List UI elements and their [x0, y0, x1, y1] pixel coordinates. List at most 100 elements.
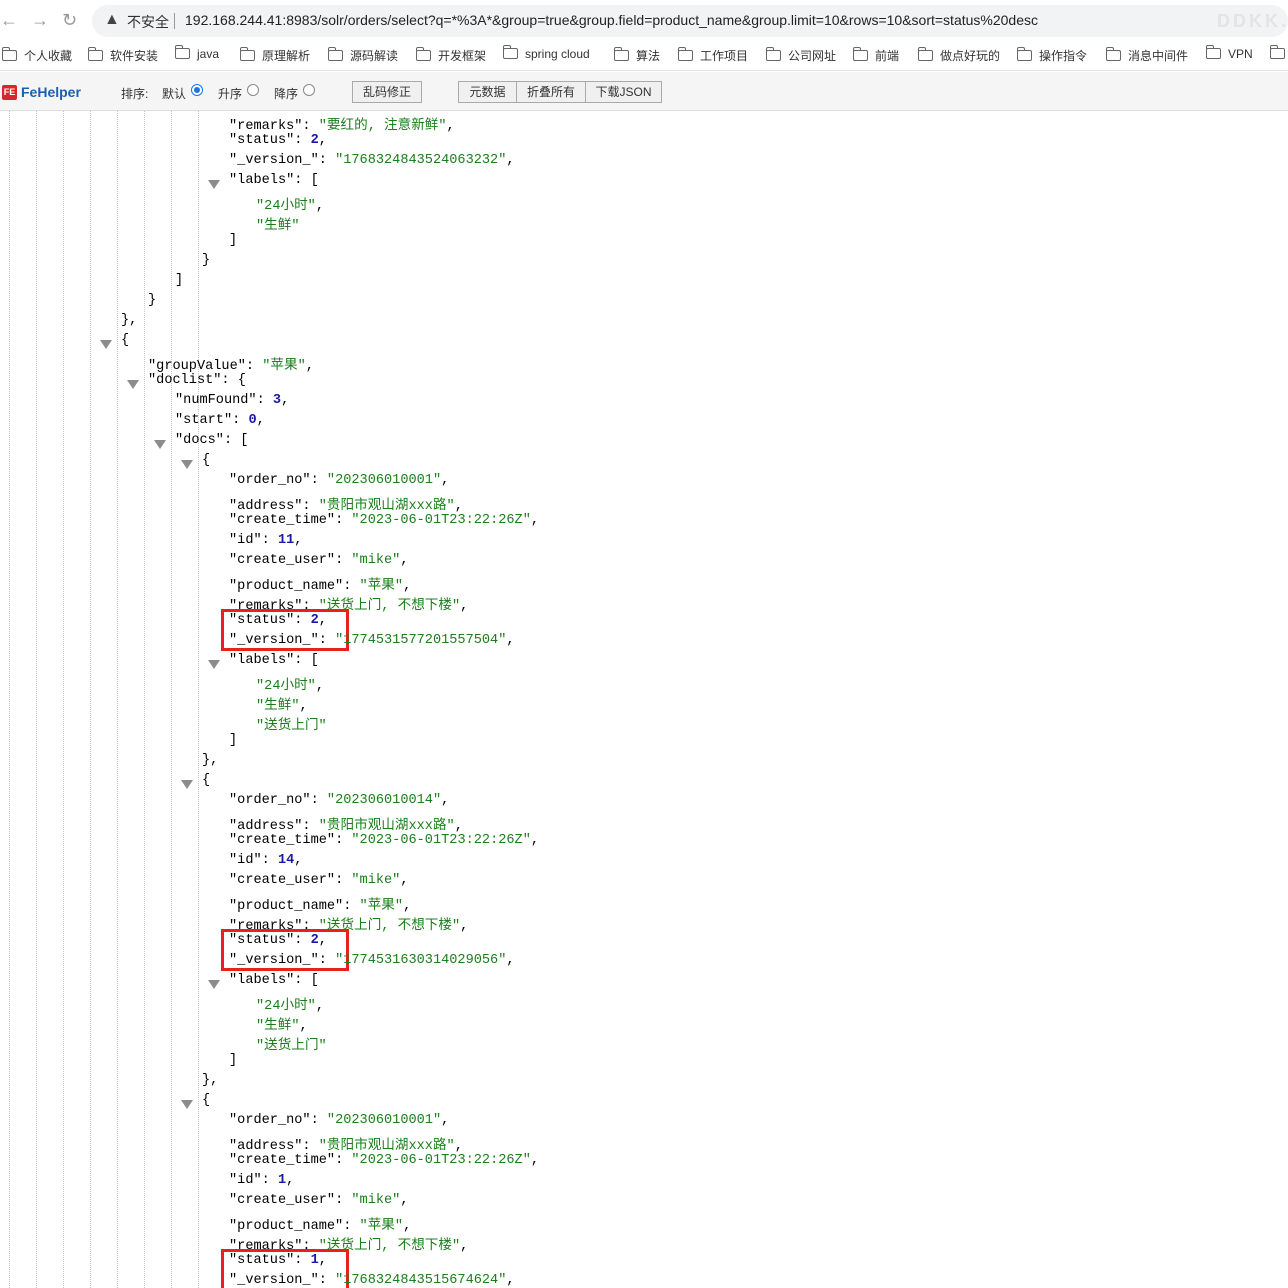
indent-guide — [144, 111, 145, 1288]
back-arrow-icon[interactable]: ← — [0, 10, 18, 30]
json-punct: , — [506, 153, 515, 168]
indent-guide — [63, 111, 64, 1288]
json-punct: : — [318, 153, 336, 168]
json-punct: : — [302, 119, 319, 134]
json-punct: , — [318, 1253, 327, 1268]
json-key: "create_user" — [229, 553, 336, 568]
collapse-all-button[interactable]: 折叠所有 — [516, 81, 586, 103]
collapse-toggle-icon[interactable] — [154, 440, 166, 449]
bookmark-overflow-folder[interactable] — [1269, 45, 1288, 61]
json-punct: , — [446, 119, 455, 134]
bookmark-item[interactable]: java — [174, 45, 220, 61]
folder-icon — [1, 47, 17, 61]
metadata-button[interactable]: 元数据 — [458, 81, 517, 103]
json-punct: : — [335, 873, 352, 888]
collapse-toggle-icon[interactable] — [181, 1100, 193, 1109]
json-key: "_version_" — [229, 153, 319, 168]
json-punct: : — [294, 1253, 311, 1268]
json-punct: : — [318, 633, 336, 648]
json-line: ] — [229, 233, 237, 248]
forward-arrow-icon[interactable]: → — [31, 10, 49, 30]
bookmark-item[interactable]: 做点好玩的 — [917, 47, 1000, 64]
json-number: 1 — [277, 1173, 287, 1188]
download-json-button[interactable]: 下载JSON — [585, 81, 662, 103]
json-key: "labels" — [229, 173, 295, 188]
json-line: "_version_": "1768324843524063232", — [229, 153, 515, 168]
collapse-toggle-icon[interactable] — [100, 340, 112, 349]
json-line: "order_no": "202306010014", — [229, 793, 449, 808]
sort-default-radio[interactable] — [191, 84, 203, 96]
json-line: "_version_": "1774531630314029056", — [229, 953, 515, 968]
status-highlight-box — [221, 929, 349, 971]
json-string: "202306010001" — [326, 1113, 442, 1128]
json-punct: : — [318, 953, 336, 968]
bookmark-item[interactable]: 个人收藏 — [1, 47, 72, 64]
bookmark-item[interactable]: 消息中间件 — [1105, 47, 1188, 64]
bookmark-label: java — [197, 47, 220, 61]
bookmark-item[interactable]: 开发框架 — [415, 47, 486, 64]
bookmark-item[interactable]: 源码解读 — [327, 47, 398, 64]
folder-icon — [174, 45, 190, 59]
collapse-toggle-icon[interactable] — [208, 180, 220, 189]
address-bar-row: ← → ↻ ▲ 不安全 192.168.244.41:8983/solr/ord… — [0, 0, 1288, 42]
bookmark-item[interactable]: VPN — [1205, 45, 1253, 61]
json-line: "_version_": "1768324843515674624", — [229, 1273, 515, 1288]
bookmark-item[interactable]: 算法 — [613, 47, 660, 64]
json-key: "id" — [229, 1173, 262, 1188]
bookmark-item[interactable]: 软件安装 — [87, 47, 158, 64]
bookmark-item[interactable]: 工作项目 — [677, 47, 748, 64]
json-punct: , — [454, 499, 463, 514]
fehelper-title[interactable]: FeHelper — [21, 84, 81, 100]
json-punct: , — [318, 613, 327, 628]
collapse-toggle-icon[interactable] — [181, 460, 193, 469]
reload-icon[interactable]: ↻ — [62, 10, 78, 30]
indent-guide — [90, 111, 91, 1288]
bookmark-label: spring cloud — [525, 47, 590, 61]
folder-icon — [239, 47, 255, 61]
collapse-toggle-icon[interactable] — [208, 980, 220, 989]
warning-icon: ▲ — [104, 11, 120, 28]
url-separator — [174, 13, 175, 29]
json-string: "mike" — [351, 873, 401, 888]
json-string: "1768324843515674624" — [335, 1273, 507, 1288]
json-string: "贵阳市观山湖xxx路" — [318, 819, 455, 834]
collapse-toggle-icon[interactable] — [208, 660, 220, 669]
json-key: "address" — [229, 1139, 303, 1154]
bookmarks-bar: 个人收藏软件安装 java 原理解析源码解读开发框架 spring cloud 算法工作… — [0, 42, 1288, 71]
json-punct: : — [302, 499, 319, 514]
bookmark-label: VPN — [1228, 47, 1253, 61]
security-label[interactable]: 不安全 — [127, 14, 169, 30]
sort-asc-radio[interactable] — [247, 84, 259, 96]
folder-icon — [502, 45, 518, 59]
bookmark-item[interactable]: 前端 — [852, 47, 899, 64]
bookmark-item[interactable]: spring cloud — [502, 45, 590, 61]
json-line: "doclist": { — [148, 373, 246, 388]
collapse-toggle-icon[interactable] — [127, 380, 139, 389]
json-line: "status": 1, — [229, 1253, 327, 1268]
folder-icon — [677, 47, 693, 61]
json-punct: , — [530, 1153, 540, 1168]
json-punct: , — [400, 1193, 409, 1208]
bookmark-item[interactable]: 原理解析 — [239, 47, 310, 64]
json-line: "numFound": 3, — [175, 393, 289, 408]
json-line: ] — [229, 733, 237, 748]
folder-icon — [613, 47, 629, 61]
json-line: "create_time": "2023-06-01T23:22:26Z", — [229, 513, 539, 528]
json-string: "送货上门" — [256, 719, 327, 734]
json-punct: { — [121, 333, 130, 348]
collapse-toggle-icon[interactable] — [181, 780, 193, 789]
folder-icon — [852, 47, 868, 61]
json-line: "product_name": "苹果", — [229, 573, 411, 594]
bookmark-item[interactable]: 操作指令 — [1016, 47, 1087, 64]
json-key: "status" — [229, 133, 295, 148]
sort-desc-radio[interactable] — [303, 84, 315, 96]
url-text[interactable]: 192.168.244.41:8983/solr/orders/select?q… — [185, 12, 1038, 28]
bookmark-item[interactable]: 公司网址 — [765, 47, 836, 64]
json-line: ] — [229, 1053, 237, 1068]
url-field[interactable]: ▲ 不安全 192.168.244.41:8983/solr/orders/se… — [92, 5, 1288, 37]
json-key: "create_time" — [229, 833, 336, 848]
status-highlight-box — [221, 1249, 349, 1288]
json-line: "送货上门" — [256, 713, 327, 734]
fix-encoding-button[interactable]: 乱码修正 — [352, 81, 422, 103]
json-punct: , — [400, 553, 409, 568]
